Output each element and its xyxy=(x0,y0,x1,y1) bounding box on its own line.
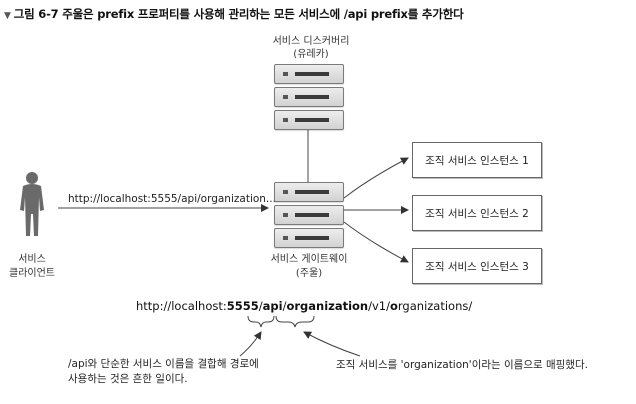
url-part: / xyxy=(282,299,287,313)
url-part: o xyxy=(390,299,398,313)
url-port: 5555 xyxy=(226,299,259,313)
discovery-title: 서비스 디스커버리 xyxy=(272,36,350,47)
server-slot-icon xyxy=(295,213,329,217)
url-api-segment: api xyxy=(262,299,283,313)
server-led-icon xyxy=(283,95,288,99)
chevron-down-icon: ▼ xyxy=(4,11,11,21)
left-note-line1: /api와 단순한 서비스 이름을 결합해 경로에 xyxy=(68,358,259,370)
instance-arrow-3 xyxy=(343,221,409,263)
server-led-icon xyxy=(283,190,288,194)
server-unit xyxy=(274,182,344,202)
server-slot-icon xyxy=(295,95,329,99)
figure-caption: ▼그림 6-7 주울은 prefix 프로퍼티를 사용해 관리하는 모든 서비스… xyxy=(4,6,464,22)
instance-box-2: 조직 서비스 인스턴스 2 xyxy=(412,195,542,231)
url-part: / xyxy=(258,299,263,313)
left-note: /api와 단순한 서비스 이름을 결합해 경로에 사용하는 것은 흔한 일이다… xyxy=(68,357,259,387)
server-led-icon xyxy=(283,236,288,240)
server-unit xyxy=(274,228,344,248)
server-unit xyxy=(274,87,344,107)
person-icon xyxy=(20,172,44,236)
url-part: rganizations/ xyxy=(397,299,473,313)
server-unit xyxy=(274,205,344,225)
client-label-line1: 서비스 xyxy=(18,254,46,265)
request-url: http://localhost:5555/api/organization..… xyxy=(68,193,276,205)
api-brace xyxy=(247,315,275,328)
gateway-title: 서비스 게이트웨이 xyxy=(270,254,348,265)
server-slot-icon xyxy=(295,236,329,240)
server-unit xyxy=(274,64,344,84)
client-label-line2: 클라이언트 xyxy=(9,268,55,279)
server-led-icon xyxy=(283,118,288,122)
instance-label: 조직 서비스 인스턴스 1 xyxy=(425,154,529,167)
server-slot-icon xyxy=(295,190,329,194)
full-url: http://localhost:5555/api/organization/v… xyxy=(136,299,472,313)
organization-brace xyxy=(275,315,315,328)
instance-box-1: 조직 서비스 인스턴스 1 xyxy=(412,142,542,178)
instance-arrow-1 xyxy=(343,157,409,199)
url-part: /v1/ xyxy=(368,299,390,313)
instance-label: 조직 서비스 인스턴스 3 xyxy=(425,260,529,273)
instance-label: 조직 서비스 인스턴스 2 xyxy=(425,207,529,220)
right-note: 조직 서비스를 'organization'이라는 이름으로 매핑했다. xyxy=(336,359,588,371)
url-service-segment: organization xyxy=(286,299,369,313)
instance-box-3: 조직 서비스 인스턴스 3 xyxy=(412,248,542,284)
server-led-icon xyxy=(283,72,288,76)
left-note-line2: 사용하는 것은 흔한 일이다. xyxy=(68,373,188,385)
url-part: http://localhost: xyxy=(136,299,227,313)
server-unit xyxy=(274,110,344,130)
server-slot-icon xyxy=(295,118,329,122)
figure-caption-text: 그림 6-7 주울은 prefix 프로퍼티를 사용해 관리하는 모든 서비스에… xyxy=(13,7,464,21)
discovery-subtitle: (유레카) xyxy=(293,49,329,60)
gateway-subtitle: (주울) xyxy=(295,268,323,279)
server-slot-icon xyxy=(295,72,329,76)
left-note-arrow xyxy=(239,331,262,357)
right-note-arrow xyxy=(303,331,361,357)
server-led-icon xyxy=(283,213,288,217)
